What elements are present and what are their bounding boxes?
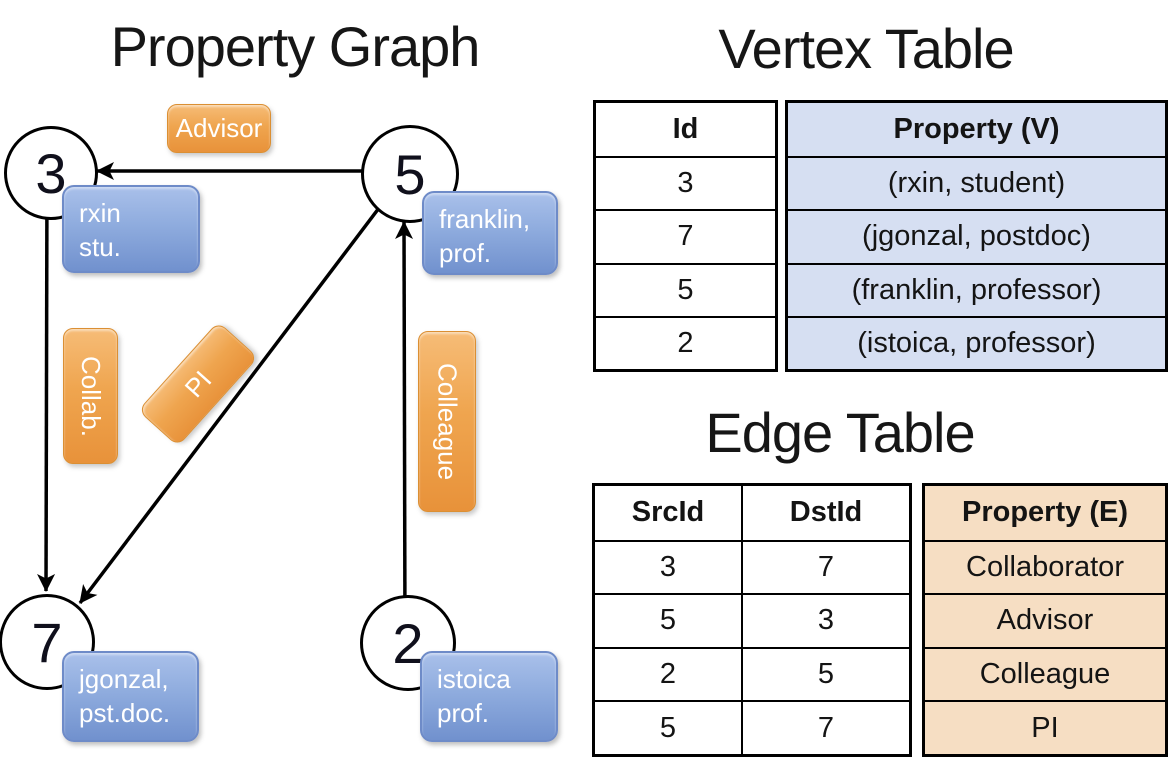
vertex-prop-box-5-line1: franklin, — [439, 204, 531, 234]
edge-table-cell-dstid: 7 — [743, 700, 909, 754]
edge-table-cell-srcid: 5 — [595, 700, 743, 754]
edge-label-advisor: Advisor — [167, 104, 271, 153]
edge-table-property-column: Property (E) Collaborator Advisor Collea… — [922, 483, 1168, 757]
vertex-table-property-column: Property (V) (rxin, student) (jgonzal, p… — [785, 100, 1168, 372]
edge-table-title: Edge Table — [705, 401, 975, 464]
edge-table-cell-property: PI — [925, 700, 1165, 754]
vertex-table-cell-property: (franklin, professor) — [788, 262, 1165, 316]
edge-collab-3-to-7 — [37, 169, 56, 592]
edge-colleague-2-to-5 — [395, 221, 414, 641]
graph-edges-canvas — [37, 162, 414, 641]
edge-table-cell-property: Colleague — [925, 646, 1165, 701]
vertex-node-7-id: 7 — [31, 610, 63, 674]
vertex-table-id-column: Id 3 7 5 2 — [593, 100, 778, 372]
vertex-table-cell-id: 2 — [596, 315, 775, 369]
edge-table-cell-srcid: 3 — [595, 539, 743, 594]
edge-table-cell-dstid: 5 — [743, 646, 909, 701]
vertex-table-header-id: Id — [672, 113, 699, 146]
vertex-table-cell-property: (rxin, student) — [788, 156, 1165, 210]
vertex-table-cell-id: 5 — [596, 262, 775, 316]
vertex-prop-box-3: rxin stu. — [62, 185, 200, 273]
edge-table-cell-dstid: 3 — [743, 593, 909, 647]
edge-label-colleague: Colleague — [418, 331, 476, 512]
vertex-prop-box-7: jgonzal, pst.doc. — [62, 651, 199, 742]
vertex-node-2-id: 2 — [392, 611, 424, 675]
vertex-node-2: 2 — [360, 595, 456, 691]
edge-label-collab-text: Collab. — [76, 355, 106, 437]
vertex-table-cell-id: 7 — [596, 209, 775, 262]
edge-table-id-columns: SrcId DstId 3 7 5 3 2 5 5 7 — [592, 483, 912, 757]
vertex-prop-box-2: istoica prof. — [420, 651, 558, 742]
vertex-prop-box-5-line2: prof. — [439, 238, 492, 268]
vertex-table-header-property: Property (V) — [788, 103, 1165, 157]
edge-table-cell-srcid: 5 — [595, 593, 743, 647]
edge-label-pi-text: PI — [178, 364, 217, 403]
edge-table-cell-property: Collaborator — [925, 539, 1165, 594]
vertex-prop-box-3-line1: rxin — [79, 198, 121, 228]
edge-label-colleague-text: Colleague — [432, 362, 463, 481]
vertex-table-cell-property: (istoica, professor) — [788, 315, 1165, 369]
edge-table-header-property: Property (E) — [925, 486, 1165, 540]
edge-table-header-dstid: DstId — [789, 496, 863, 529]
vertex-table-cell-property: (jgonzal, postdoc) — [788, 209, 1165, 263]
vertex-prop-box-2-line2: prof. — [437, 698, 490, 728]
vertex-table-cell-id: 3 — [596, 156, 775, 209]
edge-label-collab: Collab. — [63, 328, 118, 464]
vertex-prop-box-2-line1: istoica — [437, 664, 511, 694]
property-graph-title: Property Graph — [110, 15, 481, 78]
vertex-node-3-id: 3 — [35, 141, 67, 205]
vertex-prop-box-5: franklin, prof. — [422, 191, 558, 275]
edge-table-cell-srcid: 2 — [595, 646, 743, 701]
vertex-prop-box-7-line2: pst.doc. — [79, 698, 171, 728]
edge-table-cell-property: Advisor — [925, 593, 1165, 647]
vertex-table-title: Vertex Table — [718, 17, 1014, 80]
vertex-prop-box-7-line1: jgonzal, — [79, 664, 169, 694]
vertex-node-5-id: 5 — [394, 142, 426, 206]
edge-label-advisor-text: Advisor — [175, 113, 263, 143]
vertex-prop-box-3-line2: stu. — [79, 232, 121, 262]
edge-table-cell-dstid: 7 — [743, 539, 909, 594]
edge-table-header-srcid: SrcId — [595, 486, 743, 540]
edge-pi-5-to-7 — [78, 169, 409, 605]
